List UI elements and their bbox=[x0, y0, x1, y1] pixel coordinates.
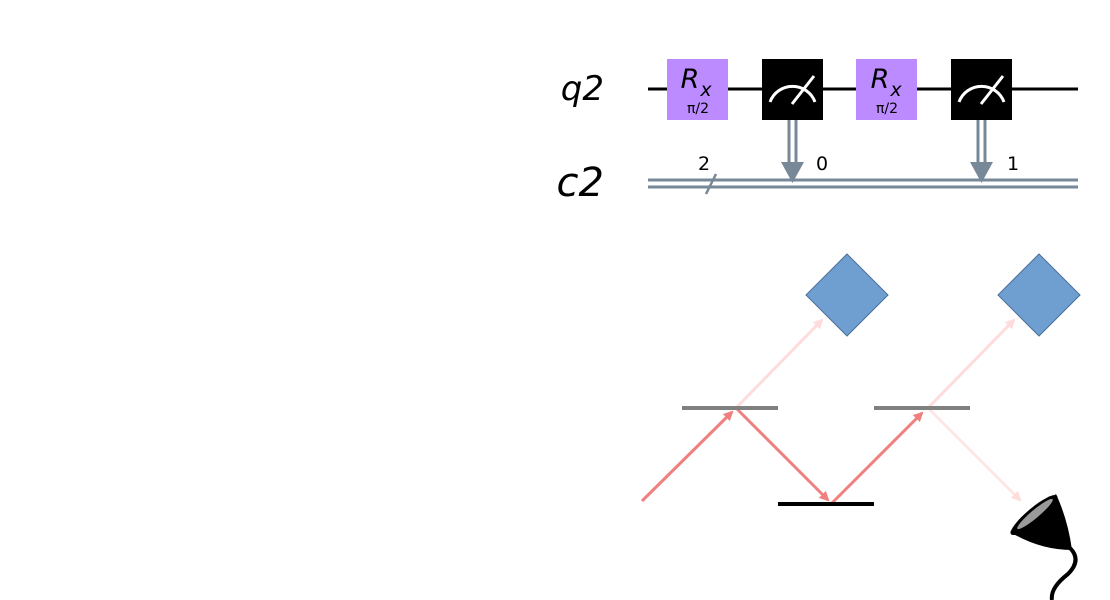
measure-gate bbox=[951, 59, 1012, 120]
bus-width-label: 2 bbox=[698, 153, 710, 175]
absorber bbox=[805, 253, 889, 337]
beam bbox=[640, 410, 734, 503]
absorber bbox=[997, 253, 1081, 337]
bus-slash bbox=[704, 173, 718, 195]
beam bbox=[830, 411, 924, 505]
beam-faint bbox=[926, 406, 1022, 502]
rx-gate: R x π/2 bbox=[667, 59, 728, 120]
measure-arrow bbox=[781, 120, 804, 183]
gate-param: π/2 bbox=[876, 101, 898, 117]
gate-subscript: x bbox=[889, 79, 902, 101]
beam-faint bbox=[734, 318, 824, 410]
measure-arrow bbox=[970, 120, 993, 183]
gate-name: R bbox=[681, 64, 700, 95]
beam-faint bbox=[926, 318, 1016, 410]
measure-gate bbox=[762, 59, 823, 120]
classical-label: c2 bbox=[557, 160, 604, 206]
beam bbox=[734, 406, 830, 502]
measure-target-label: 1 bbox=[1007, 153, 1019, 175]
gate-param: π/2 bbox=[687, 101, 709, 117]
detector-icon bbox=[1010, 494, 1078, 600]
measure-target-label: 0 bbox=[816, 153, 828, 175]
gate-subscript: x bbox=[699, 79, 712, 101]
gate-name: R bbox=[871, 64, 890, 95]
qubit-label: q2 bbox=[561, 69, 604, 109]
rx-gate: R x π/2 bbox=[856, 59, 917, 120]
